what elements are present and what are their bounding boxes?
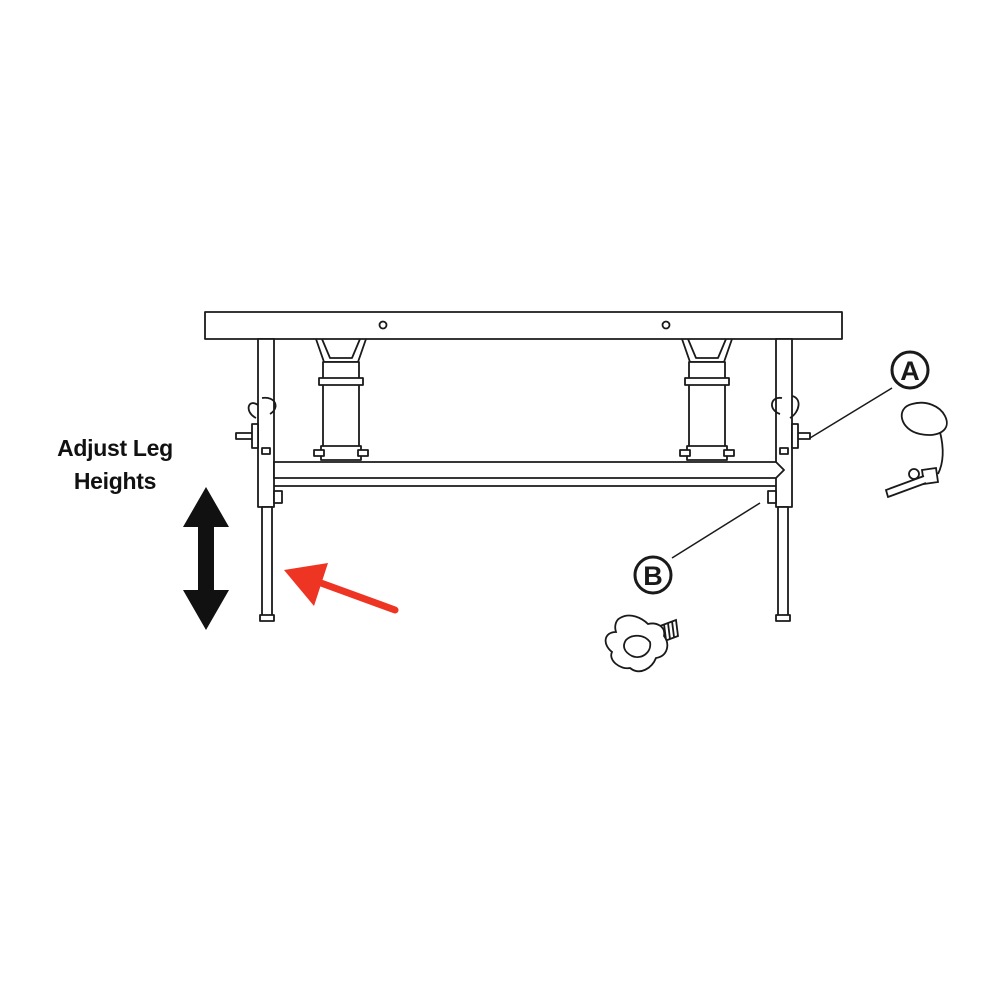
callout-b-letter: B <box>643 561 663 591</box>
table-top-hole <box>661 320 671 330</box>
right-hinge-bracket <box>679 338 735 461</box>
label-line-1: Adjust Leg <box>57 435 173 461</box>
left-leg <box>235 338 277 622</box>
adjust-leg-heights-label: Adjust Leg Heights <box>40 432 190 498</box>
table-top <box>204 311 843 340</box>
red-pointer-arrow-icon <box>284 563 399 614</box>
right-leg-knob <box>767 490 777 504</box>
cross-rail <box>273 461 785 479</box>
right-leg <box>771 338 811 622</box>
left-leg-knob <box>273 490 283 504</box>
table-top-hole <box>378 320 388 330</box>
callout-b: B <box>633 502 761 595</box>
star-knob-bolt-icon <box>604 614 679 673</box>
left-hinge-bracket <box>313 338 369 461</box>
callout-a: A <box>809 350 930 439</box>
callout-a-letter: A <box>900 356 920 386</box>
double-arrow-icon <box>183 487 229 630</box>
lynch-pin-with-lanyard-icon <box>884 401 948 499</box>
label-line-2: Heights <box>73 468 157 494</box>
